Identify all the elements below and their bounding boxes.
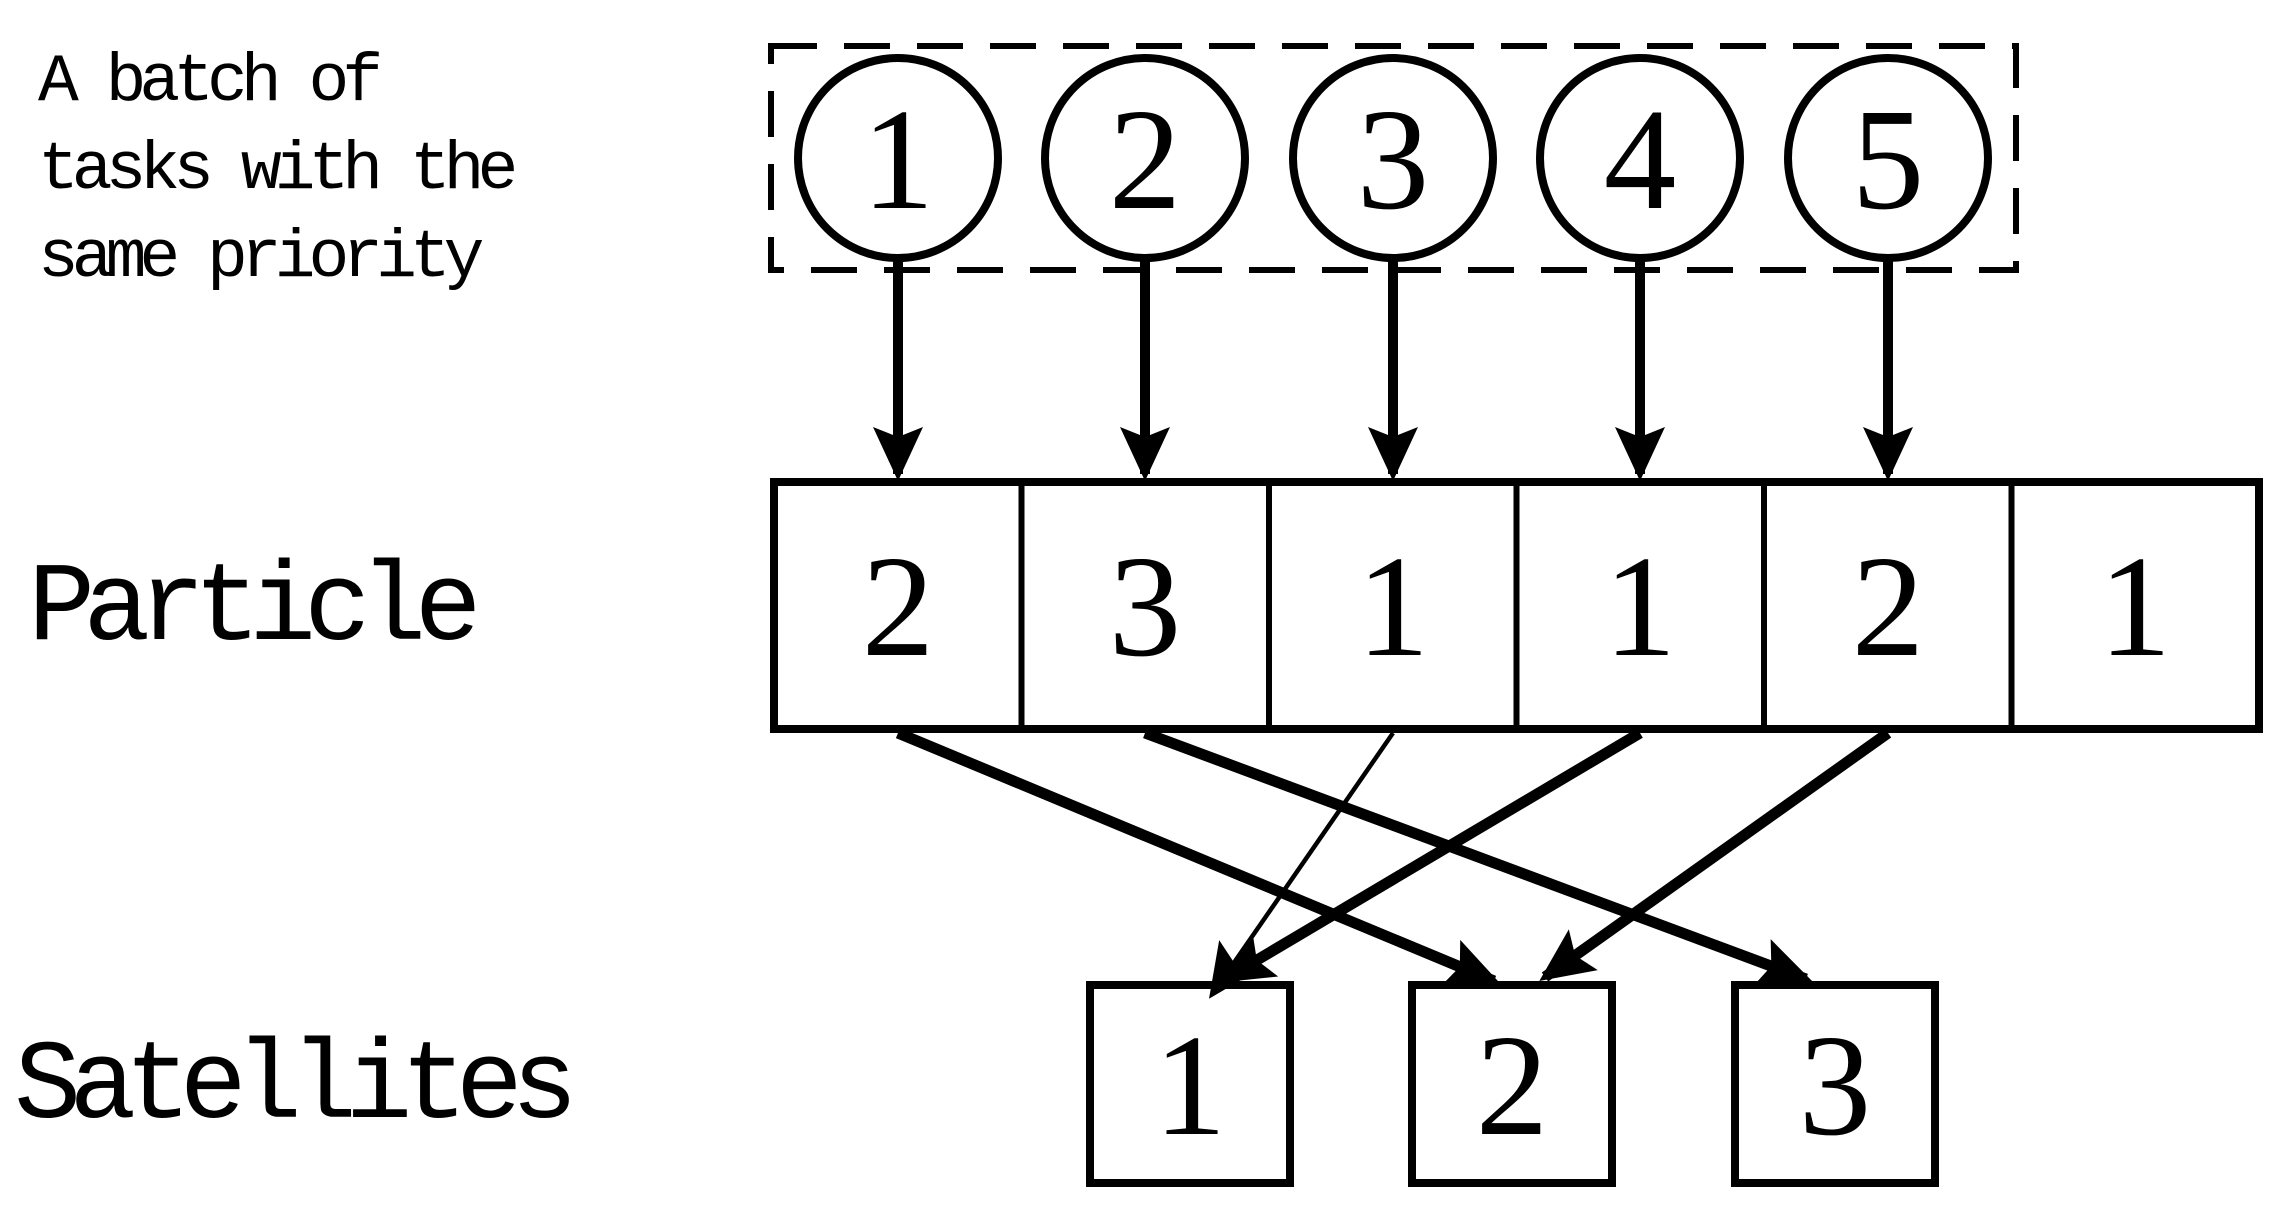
- particle-to-satellite-arrow-task1: [895, 727, 1501, 987]
- task-node: 2: [1041, 54, 1249, 262]
- batch-note: A batch of tasks with the same priority: [38, 44, 521, 297]
- particle-cell-value: 1: [1604, 527, 1677, 687]
- satellite-node: 2: [1408, 981, 1616, 1187]
- satellite-node: 1: [1086, 981, 1294, 1187]
- satellites-label: Satellites: [14, 1024, 569, 1151]
- task-node: 4: [1536, 54, 1744, 262]
- task-number: 4: [1604, 80, 1677, 240]
- particle-to-satellite-arrow-task2: [1143, 727, 1813, 987]
- batch-note-line-2: tasks with the: [38, 132, 514, 209]
- particle-to-satellite-arrow-task5: [1539, 728, 1892, 982]
- particle-cell-value: 2: [862, 527, 935, 687]
- particle-row: 2 3 1 1 2 1: [770, 478, 2263, 733]
- task-node: 1: [794, 54, 1002, 262]
- task-number: 2: [1109, 80, 1182, 240]
- batch-note-line-1: A batch of: [38, 44, 379, 121]
- particle-cell-value: 2: [1852, 527, 1925, 687]
- satellite-box: [1731, 981, 1939, 1187]
- satellite-number: 3: [1799, 1006, 1872, 1166]
- task-node: 3: [1289, 54, 1497, 262]
- particle-cell-value: 1: [1357, 527, 1430, 687]
- task-node: 5: [1784, 54, 1992, 262]
- task-number: 3: [1357, 80, 1430, 240]
- batch-note-line-3: same priority: [38, 220, 483, 297]
- particle-to-satellite-arrow-task4: [1218, 728, 1643, 984]
- satellite-node: 3: [1731, 981, 1939, 1187]
- particle-to-satellite-arrows: [895, 727, 1892, 999]
- particle-cell-value: 3: [1109, 527, 1182, 687]
- task-batch-dashed-box: [768, 43, 2019, 273]
- task-nodes: 1 2 3 4 5: [794, 54, 1992, 262]
- task-number: 5: [1852, 80, 1925, 240]
- task-to-particle-arrows: [873, 257, 1913, 481]
- satellite-box: [1086, 981, 1294, 1187]
- satellite-box: [1408, 981, 1616, 1187]
- particle-label: Particle: [28, 546, 474, 673]
- satellite-number: 1: [1154, 1006, 1227, 1166]
- particle-cell-value: 1: [2099, 527, 2172, 687]
- satellite-boxes: 1 2 3: [1086, 981, 1939, 1187]
- satellite-number: 2: [1476, 1006, 1549, 1166]
- task-number: 1: [862, 80, 935, 240]
